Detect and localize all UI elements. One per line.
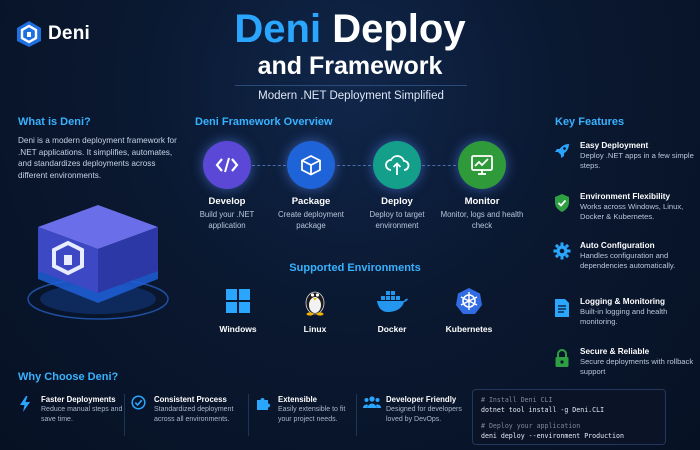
kubernetes-helm-icon [434, 286, 504, 316]
feature-title: Secure & Reliable [580, 347, 650, 356]
feature-logging-monitoring: Logging & Monitoring Built-in logging an… [552, 296, 697, 327]
monitor-chart-icon [458, 141, 506, 189]
overview-step-develop: Develop Build your .NET application [182, 141, 272, 231]
deni-logo-icon [17, 21, 41, 47]
terminal-comment: # Install Deni CLI [481, 396, 553, 404]
title-line2: and Framework [257, 52, 443, 80]
flow-connector [337, 165, 371, 166]
divider [124, 394, 125, 436]
overview-step-monitor: Monitor Monitor, logs and health check [437, 141, 527, 231]
overview-step-package: Package Create deployment package [266, 141, 356, 231]
feature-easy-deployment: Easy Deployment Deploy .NET apps in a fe… [552, 140, 697, 171]
why-title: Consistent Process [154, 395, 227, 404]
code-icon [203, 141, 251, 189]
why-faster-deployments: Faster Deployments Reduce manual steps a… [18, 394, 123, 424]
features-heading: Key Features [555, 116, 625, 128]
page-title: Deni Deploy and Framework [0, 6, 700, 80]
env-label: Docker [377, 324, 407, 334]
windows-icon [203, 286, 273, 316]
brand-name: Deni [48, 23, 90, 44]
feature-desc: Handles configuration and dependencies a… [580, 251, 676, 270]
why-heading: Why Choose Deni? [18, 371, 119, 383]
overview-step-deploy: Deploy Deploy to target environment [352, 141, 442, 231]
why-title: Extensible [278, 395, 317, 404]
terminal-command: deni deploy --environment Production [481, 432, 624, 440]
feature-title: Logging & Monitoring [580, 297, 666, 306]
terminal-comment: # Deploy your application [481, 422, 581, 430]
why-consistent-process: Consistent Process Standardized deployme… [131, 394, 247, 424]
feature-desc: Works across Windows, Linux, Docker & Ku… [580, 202, 684, 221]
puzzle-icon [255, 394, 271, 424]
feature-title: Environment Flexibility [580, 192, 671, 201]
feature-environment-flexibility: Environment Flexibility Works across Win… [552, 191, 697, 222]
why-extensible: Extensible Easily extensible to fit your… [255, 394, 355, 424]
step-title: Deploy [381, 196, 413, 207]
divider [248, 394, 249, 436]
cli-terminal: # Install Deni CLI dotnet tool install -… [472, 389, 666, 445]
feature-desc: Deploy .NET apps in a few simple steps. [580, 151, 694, 170]
users-icon [362, 394, 382, 424]
env-label: Linux [303, 324, 327, 334]
shield-icon [552, 191, 572, 222]
gear-icon [552, 240, 572, 271]
feature-title: Auto Configuration [580, 241, 655, 250]
env-linux: Linux [280, 286, 350, 334]
deni-cube-illustration [18, 195, 178, 325]
environments-heading: Supported Environments [289, 262, 421, 274]
why-desc: Reduce manual steps and save time. [41, 406, 123, 423]
env-label: Kubernetes [445, 324, 493, 334]
env-docker: Docker [357, 286, 427, 334]
feature-auto-configuration: Auto Configuration Handles configuration… [552, 240, 697, 271]
box-icon [287, 141, 335, 189]
env-label: Windows [219, 324, 257, 334]
linux-penguin-icon [280, 286, 350, 316]
lightning-icon [18, 394, 34, 424]
env-kubernetes: Kubernetes [434, 286, 504, 334]
divider [356, 394, 357, 436]
flow-connector [422, 165, 456, 166]
lock-icon [552, 346, 572, 377]
what-text: Deni is a modern deployment framework fo… [18, 136, 177, 180]
brand-logo: Deni [16, 20, 90, 48]
step-desc: Build your .NET application [199, 210, 255, 230]
title-accent: Deni [234, 7, 322, 51]
overview-heading: Deni Framework Overview [195, 116, 333, 128]
step-desc: Monitor, logs and health check [440, 210, 524, 230]
feature-desc: Built-in logging and health monitoring. [580, 307, 668, 326]
env-windows: Windows [203, 286, 273, 334]
step-desc: Create deployment package [278, 210, 344, 230]
subtitle: Modern .NET Deployment Simplified [258, 90, 444, 102]
feature-secure-reliable: Secure & Reliable Secure deployments wit… [552, 346, 697, 377]
step-title: Develop [208, 196, 246, 207]
why-desc: Easily extensible to fit your project ne… [278, 406, 346, 423]
rocket-icon [552, 140, 572, 171]
title-rest: Deploy [332, 7, 466, 51]
docker-whale-icon [357, 286, 427, 316]
feature-title: Easy Deployment [580, 141, 649, 150]
document-icon [552, 296, 572, 327]
why-title: Developer Friendly [386, 395, 457, 404]
subtitle-bar: Modern .NET Deployment Simplified [235, 85, 467, 107]
what-heading: What is Deni? [18, 116, 91, 128]
terminal-command: dotnet tool install -g Deni.CLI [481, 406, 605, 414]
cloud-upload-icon [373, 141, 421, 189]
check-circle-icon [131, 394, 147, 424]
feature-desc: Secure deployments with rollback support [580, 357, 694, 376]
flow-connector [252, 165, 286, 166]
step-title: Package [291, 196, 331, 207]
why-desc: Standardized deployment across all envir… [154, 406, 234, 423]
step-desc: Deploy to target environment [369, 210, 425, 230]
why-title: Faster Deployments [41, 395, 116, 404]
why-developer-friendly: Developer Friendly Designed for develope… [362, 394, 468, 424]
why-desc: Designed for developers loved by DevOps. [386, 406, 462, 423]
step-title: Monitor [464, 196, 500, 207]
